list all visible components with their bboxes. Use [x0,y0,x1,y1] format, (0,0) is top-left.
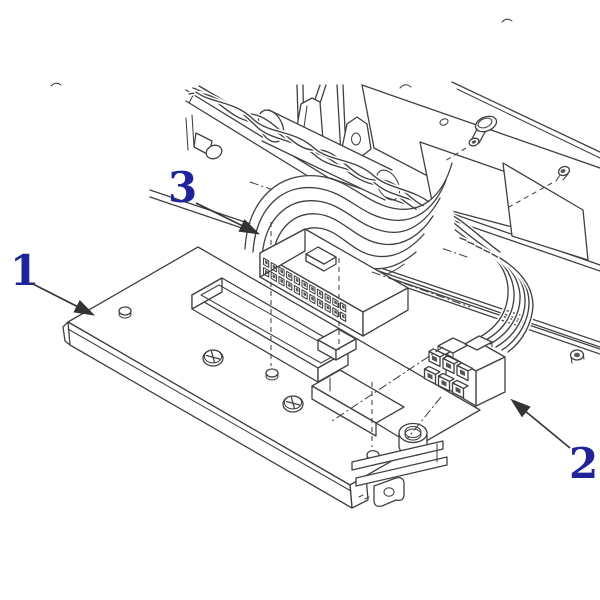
alignment-dashline [371,271,471,308]
bracket-hole [350,132,362,146]
ribbon-edge [244,162,453,250]
printhead-plate-end [62,321,71,346]
ribbon-fold [261,197,441,258]
power-connector-drawing [423,335,506,407]
phillips-screw [202,349,224,367]
alignment-dashline [331,346,444,422]
frame-stud [444,115,498,162]
callout-1: 1 [10,246,96,316]
ribbon-connector-side [362,287,409,337]
mounting-bracket [349,440,448,509]
frame-panel-edge [361,84,375,149]
plate-hole [118,306,132,319]
ribbon-cable-connector-drawing [259,228,409,337]
alignment-lines [270,222,444,447]
left-roller [205,144,223,160]
frame-panel-edge [451,81,600,153]
callout-3-label: 3 [168,163,197,212]
phillips-screw [282,395,304,413]
printhead-plate-chamfer [67,328,352,492]
frame-mark [501,18,513,23]
frame-mark [50,82,62,87]
left-bracket [185,114,195,151]
ribbon-fold [252,179,447,253]
frame-cutout-flap [502,162,589,261]
callout-1-label: 1 [10,246,39,295]
power-connector-latch [437,335,493,359]
frame-screw [508,165,571,208]
ribbon-fold [271,213,434,264]
callout-1-arrow [30,282,96,316]
bushing-block [311,369,428,457]
callout-3-arrow [195,202,261,235]
ribbon-connector-pins [262,257,347,323]
callout-2: 2 [510,398,598,488]
callout-2-arrow [510,398,571,449]
plate-hole [265,368,279,381]
frame-grommet [569,349,585,364]
frame-hole [439,118,449,126]
callout-3: 3 [168,163,261,235]
ribbon-connector-latch [305,246,337,272]
power-connector-pins [423,348,474,399]
callout-2-label: 2 [569,439,598,488]
frame-mark [399,84,412,89]
frame-panel-edge [456,88,600,159]
power-wires-drawing [457,235,536,355]
power-wire [499,257,534,353]
printhead-assembly-drawing [62,246,481,509]
